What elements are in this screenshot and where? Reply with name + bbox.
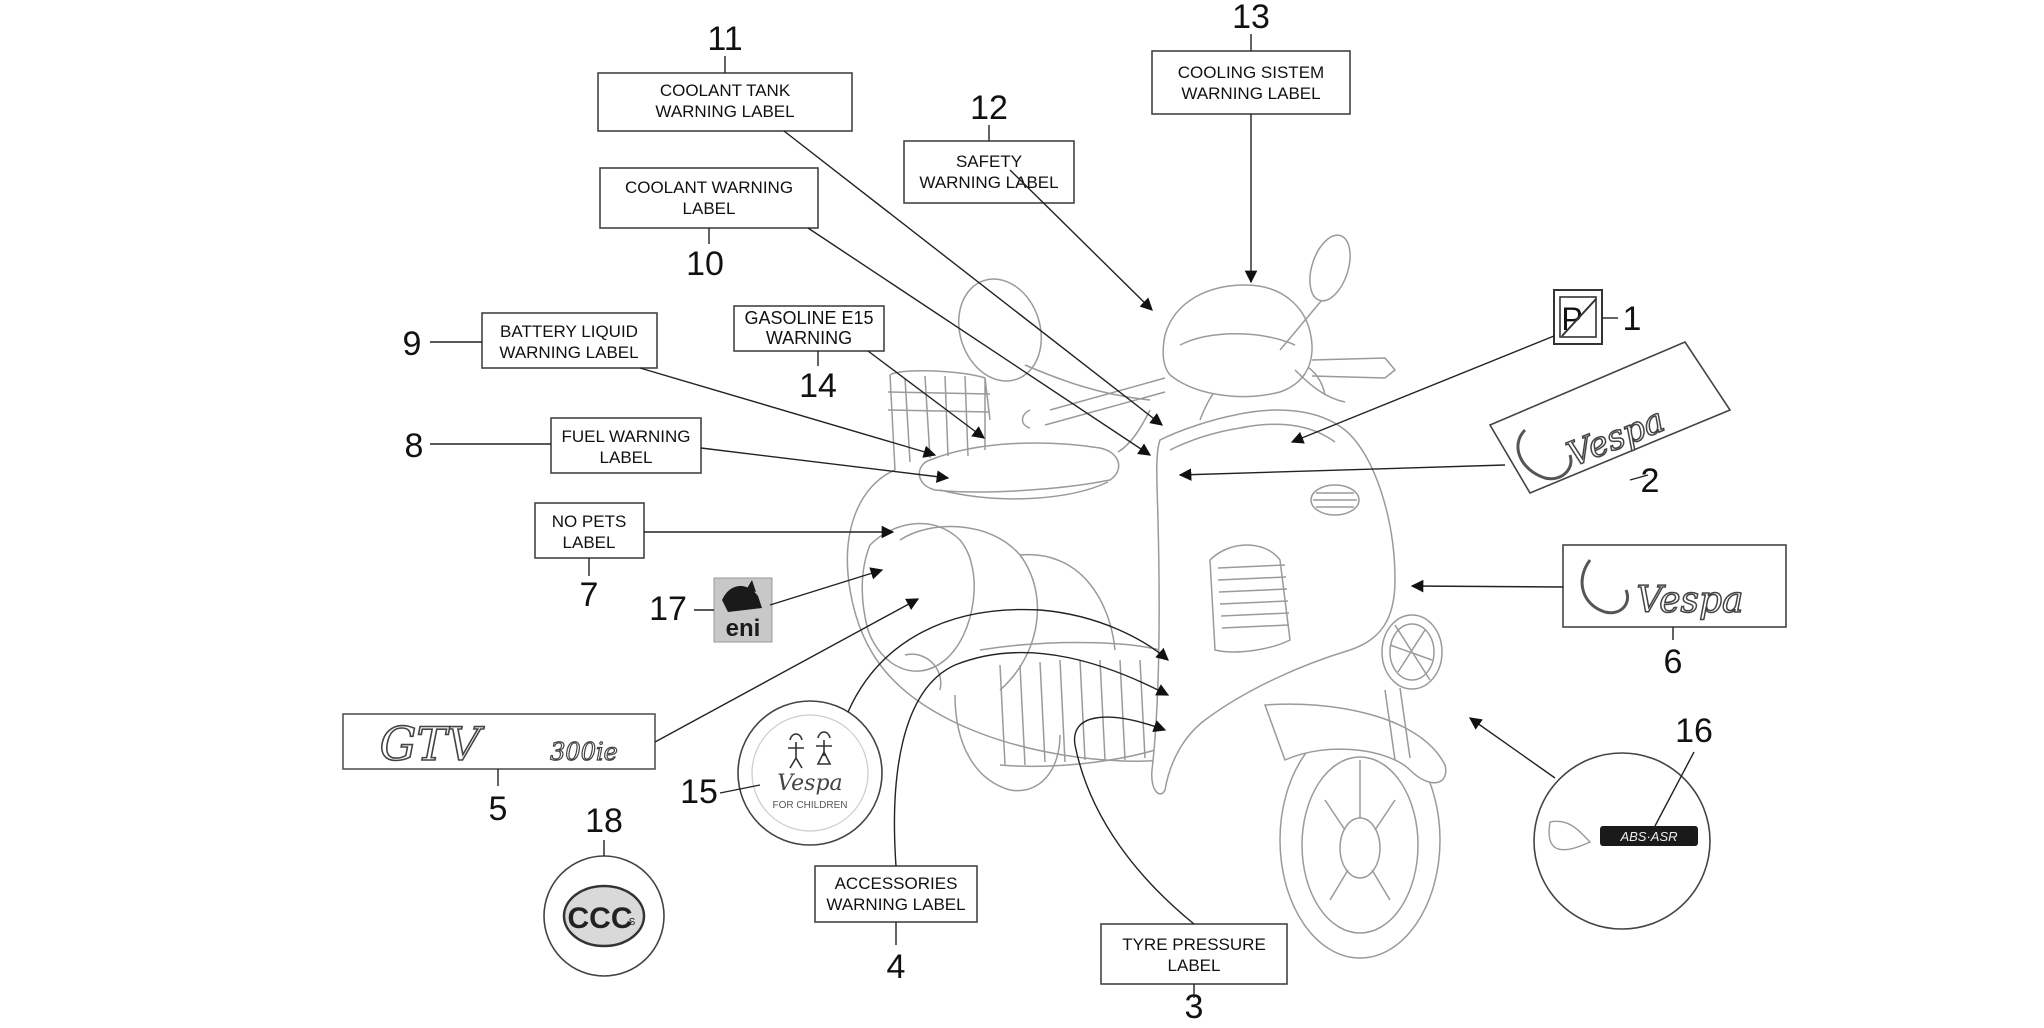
vespa-straight-script: Vespa [1637,580,1744,621]
callout-line: NO PETS [552,512,627,531]
callout-number: 12 [970,89,1008,127]
callout-line: GASOLINE E15 [744,308,873,328]
p-badge-letter: P [1561,301,1582,337]
ccc-text: CCC [568,902,633,935]
callout-1: P 1 [1290,289,1642,444]
callout-box [599,167,819,229]
callout-line: COOLANT WARNING [625,178,793,197]
left-mirror [957,278,1043,382]
callout-number: 17 [649,590,687,628]
callout-number: 18 [585,802,623,840]
gtv-model-text: 300ie [550,738,618,766]
callout-line: WARNING LABEL [826,895,965,914]
vespa-angled-decal [1488,341,1732,495]
leader-line [654,598,920,743]
callout-line: BATTERY LIQUID [500,322,638,341]
callout-8: FUEL WARNING LABEL 8 [405,417,950,483]
callout-number: 9 [403,325,422,363]
leader-line [1009,169,1153,311]
callout-line: WARNING [766,328,852,348]
leader-line [1410,579,1564,593]
leader-line [769,567,884,606]
abs-badge-text: ABS·ASR [1619,829,1677,844]
callout-number: 13 [1232,0,1270,36]
callout-14: GASOLINE E15 WARNING 14 [733,305,986,439]
callout-number: 2 [1641,462,1660,500]
callout-5: GTV 300ie 5 [342,598,920,828]
callout-6: Vespa 6 [1410,544,1787,681]
callout-13: COOLING SISTEM WARNING LABEL 13 [1151,0,1351,284]
callout-4: ACCESSORIES WARNING LABEL 4 [814,651,1170,986]
callout-line: LABEL [600,448,653,467]
callout-line: TYRE PRESSURE [1122,935,1266,954]
callout-line: FUEL WARNING [561,427,690,446]
callout-number: 15 [680,773,718,811]
callout-line: WARNING LABEL [655,102,794,121]
eni-text: eni [726,615,761,642]
gtv-decal [342,713,656,770]
right-mirror [1309,234,1351,302]
callout-17: eni 17 [649,567,884,643]
callout-7: NO PETS LABEL 7 [534,502,895,614]
leader-line [893,651,1170,867]
callout-box [1151,50,1351,115]
callout-box [550,417,702,474]
callout-3: TYRE PRESSURE LABEL 3 [1073,716,1288,1026]
callout-line: WARNING LABEL [1181,84,1320,103]
callout-number: 11 [707,20,742,58]
callout-line: WARNING LABEL [919,173,1058,192]
callout-16: ABS·ASR 16 [1468,712,1713,930]
children-brand-text: Vespa [777,771,842,796]
abs-badge [1600,826,1698,846]
callout-line: COOLANT TANK [660,81,791,100]
scooter-drawing [846,234,1447,959]
callout-number: 1 [1623,300,1642,338]
callout-box [481,312,658,369]
callout-number: 10 [686,245,724,283]
callout-box [733,305,885,352]
callout-18: CCC S 18 [543,802,665,977]
leader-line [1073,716,1195,925]
callout-number: 4 [887,948,906,986]
callout-box [814,865,978,923]
callout-9: BATTERY LIQUID WARNING LABEL 9 [403,312,937,458]
callout-line: LABEL [563,533,616,552]
leader-line [700,447,950,483]
leader-line [807,227,1152,456]
leader-line [1290,335,1555,444]
leader-line [1468,717,1556,779]
leader-line [1178,464,1506,481]
leader-line [867,350,986,439]
gtv-badge-text: GTV [380,717,485,771]
vespa-straight-decal [1562,544,1787,628]
callout-line: ACCESSORIES [835,874,958,893]
ccc-subtext: S [629,917,636,928]
callout-line: LABEL [1168,956,1221,975]
callout-12: SAFETY WARNING LABEL 12 [903,89,1153,311]
callout-10: COOLANT WARNING LABEL 10 [599,167,1152,456]
leader-line [639,367,937,458]
callout-number: 8 [405,427,424,465]
callout-15: Vespa FOR CHILDREN 15 [680,608,1169,846]
callout-number: 5 [489,790,508,828]
callout-number: 16 [1675,712,1713,750]
callout-line: LABEL [683,199,736,218]
leader-line [783,130,1163,426]
callout-box [903,140,1075,204]
callout-box [534,502,645,559]
callout-line: COOLING SISTEM [1178,63,1324,82]
children-decal-circle [737,700,883,846]
callout-number: 3 [1185,988,1204,1023]
callout-number: 14 [799,367,837,405]
children-caption: FOR CHILDREN [772,800,847,811]
callout-box [1100,923,1288,985]
callout-11: COOLANT TANK WARNING LABEL 11 [597,20,1163,426]
callout-line: SAFETY [956,152,1022,171]
callout-number: 7 [580,576,599,614]
callout-number: 6 [1664,643,1683,681]
leader-line [847,608,1169,713]
callout-line: WARNING LABEL [499,343,638,362]
